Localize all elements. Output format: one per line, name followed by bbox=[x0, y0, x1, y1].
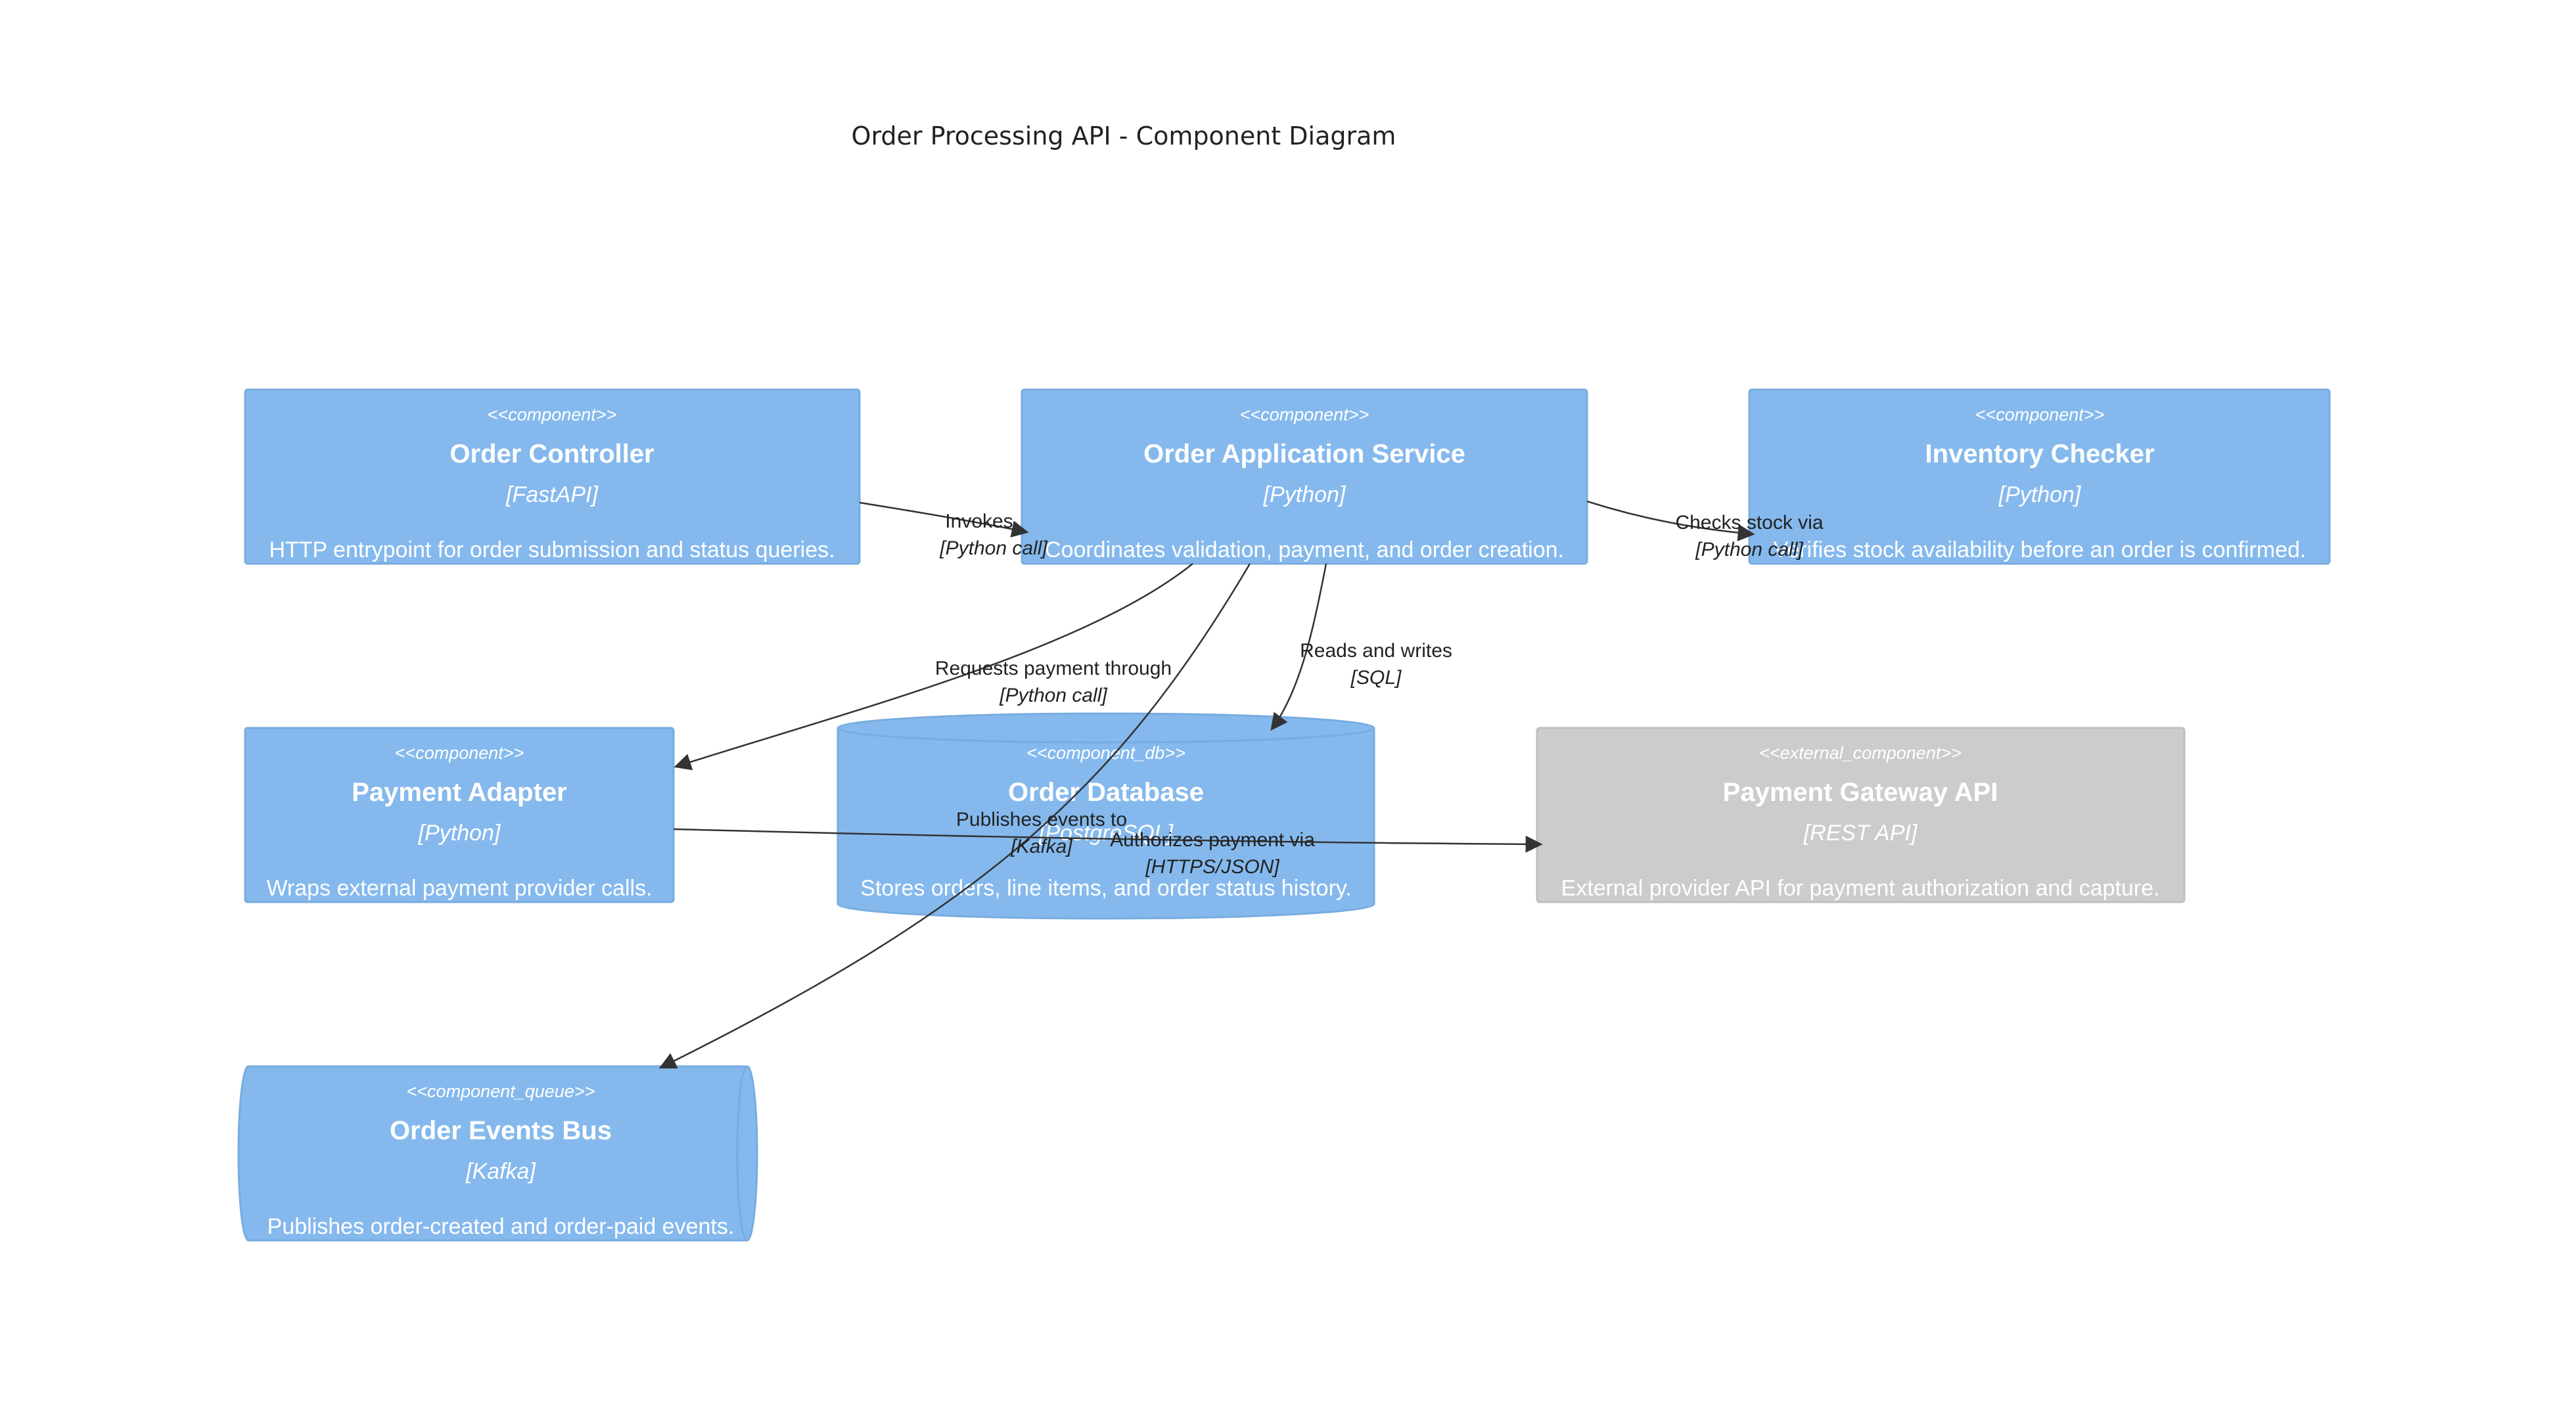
edge-authorizes-payment-label: Authorizes payment via bbox=[1110, 829, 1315, 851]
node-order-controller-box bbox=[244, 388, 861, 565]
node-payment-adapter-stereotype: <<component>> bbox=[395, 743, 524, 763]
node-order-application-service[interactable]: <<component>> Order Application Service … bbox=[1021, 388, 1588, 565]
node-order-events-bus-tech: [Kafka] bbox=[465, 1159, 536, 1184]
edge-checks-stock[interactable] bbox=[1586, 500, 1755, 541]
node-order-events-bus-name: Order Events Bus bbox=[390, 1116, 612, 1145]
node-order-controller-description: HTTP entrypoint for order submission and… bbox=[269, 537, 835, 562]
node-payment-gateway-api[interactable]: <<external_component>> Payment Gateway A… bbox=[1536, 727, 2186, 903]
node-inventory-checker-name: Inventory Checker bbox=[1925, 440, 2154, 468]
diagram-title: Order Processing API - Component Diagram bbox=[852, 122, 1396, 150]
node-order-events-bus[interactable]: <<component_queue>> Order Events Bus [Ka… bbox=[237, 1065, 758, 1242]
node-order-application-service-name: Order Application Service bbox=[1143, 440, 1465, 468]
node-order-application-service-stereotype: <<component>> bbox=[1240, 405, 1369, 424]
node-order-application-service-description: Coordinates validation, payment, and ord… bbox=[1045, 537, 1564, 562]
node-order-application-service-tech: [Python] bbox=[1263, 482, 1346, 507]
edge-publishes-events[interactable] bbox=[658, 563, 1251, 1069]
edge-requests-payment-label: Requests payment through bbox=[935, 658, 1172, 679]
node-order-controller-tech: [FastAPI] bbox=[505, 482, 599, 507]
node-order-database-tech: [PostgreSQL] bbox=[1038, 821, 1174, 846]
edge-authorizes-payment[interactable] bbox=[673, 828, 1543, 853]
node-order-database-cylinder-top bbox=[837, 727, 1375, 744]
edge-invokes-label: Invokes bbox=[945, 510, 1013, 532]
node-payment-gateway-api-box bbox=[1536, 727, 2186, 903]
node-payment-adapter-name: Payment Adapter bbox=[352, 778, 567, 807]
node-inventory-checker-description: Verifies stock availability before an or… bbox=[1774, 537, 2307, 562]
node-inventory-checker[interactable]: <<component>> Inventory Checker [Python]… bbox=[1748, 388, 2331, 565]
edge-invokes-tech: [Python call] bbox=[939, 537, 1047, 559]
node-payment-adapter-description: Wraps external payment provider calls. bbox=[266, 876, 652, 901]
node-order-database[interactable]: <<component_db>> Order Database [Postgre… bbox=[837, 712, 1375, 920]
node-order-application-service-box bbox=[1021, 388, 1588, 565]
node-payment-gateway-api-description: External provider API for payment author… bbox=[1561, 876, 2160, 901]
node-payment-gateway-api-stereotype: <<external_component>> bbox=[1759, 743, 1962, 763]
node-order-database-description: Stores orders, line items, and order sta… bbox=[860, 876, 1352, 901]
edge-authorizes-payment-tech: [HTTPS/JSON] bbox=[1145, 856, 1279, 878]
edge-reads-writes[interactable] bbox=[1270, 563, 1327, 731]
edge-requests-payment-tech: [Python call] bbox=[999, 685, 1107, 706]
node-order-database-stereotype: <<component_db>> bbox=[1026, 743, 1185, 763]
node-order-controller-stereotype: <<component>> bbox=[488, 405, 617, 424]
node-payment-gateway-api-name: Payment Gateway API bbox=[1723, 778, 1998, 807]
node-order-controller[interactable]: <<component>> Order Controller [FastAPI]… bbox=[244, 388, 861, 565]
node-payment-adapter[interactable]: <<component>> Payment Adapter [Python] W… bbox=[244, 727, 675, 903]
node-order-events-bus-stereotype: <<component_queue>> bbox=[407, 1081, 595, 1101]
node-payment-gateway-api-tech: [REST API] bbox=[1803, 821, 1918, 846]
node-order-events-bus-description: Publishes order-created and order-paid e… bbox=[267, 1214, 735, 1239]
node-inventory-checker-stereotype: <<component>> bbox=[1975, 405, 2105, 424]
edge-reads-writes-tech: [SQL] bbox=[1350, 667, 1402, 689]
edge-publishes-events-tech: [Kafka] bbox=[1010, 836, 1072, 857]
node-inventory-checker-tech: [Python] bbox=[1998, 482, 2082, 507]
node-payment-adapter-box bbox=[244, 727, 675, 903]
node-order-events-bus-queue-end bbox=[736, 1065, 748, 1242]
node-order-database-cylinder bbox=[837, 712, 1375, 920]
edge-publishes-events-label: Publishes events to bbox=[956, 809, 1127, 830]
edge-requests-payment[interactable] bbox=[674, 563, 1193, 771]
edge-checks-stock-tech: [Python call] bbox=[1695, 539, 1803, 560]
node-payment-adapter-tech: [Python] bbox=[418, 821, 501, 846]
node-order-controller-name: Order Controller bbox=[449, 440, 654, 468]
node-order-database-name: Order Database bbox=[1008, 778, 1204, 807]
edge-invokes[interactable] bbox=[859, 501, 1029, 538]
edge-reads-writes-label: Reads and writes bbox=[1300, 640, 1452, 662]
edge-checks-stock-label: Checks stock via bbox=[1675, 512, 1823, 533]
node-inventory-checker-box bbox=[1748, 388, 2331, 565]
